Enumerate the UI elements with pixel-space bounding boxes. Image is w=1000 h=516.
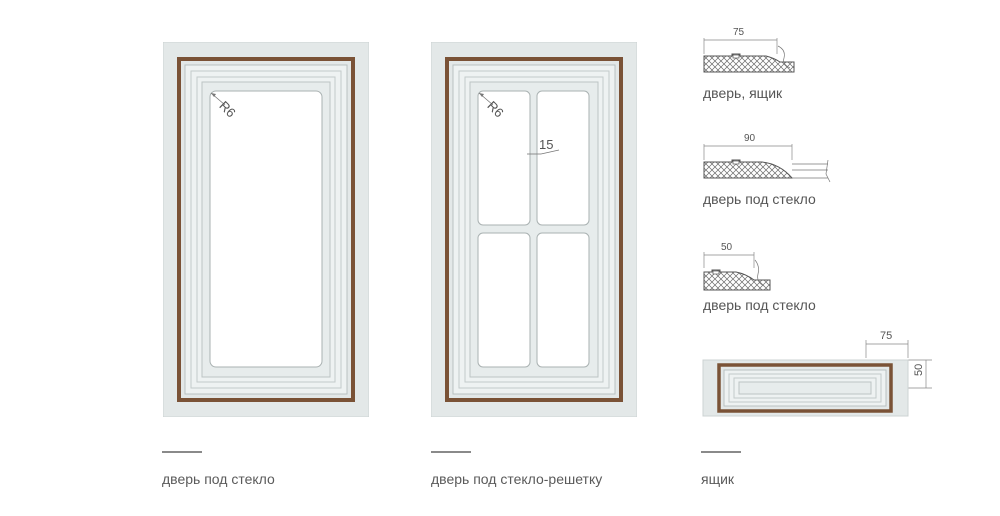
door-glass-grid-drawing <box>430 41 638 418</box>
door-glass-drawing <box>162 41 370 418</box>
drawer-width-label: 75 <box>880 330 893 342</box>
profile-drawing <box>703 144 831 183</box>
drawer-height-label: 50 <box>913 363 925 376</box>
glass-pane <box>536 232 590 368</box>
profile-door-drawer: 75 <box>700 27 810 78</box>
drawer-drawing <box>702 340 932 417</box>
door-glass-grid: R6 15 <box>430 41 638 418</box>
profile-width-label: 90 <box>744 133 756 144</box>
glass-pane <box>477 232 531 368</box>
profile-drawing <box>703 38 795 73</box>
glass-pane <box>477 90 531 226</box>
profile-glass-door-1: 90 <box>700 133 840 186</box>
caption-glass-grid-door: дверь под стекло-решетку <box>431 471 603 487</box>
profile-drawing <box>703 252 771 291</box>
walnut-inlay <box>177 57 355 402</box>
profile-glass-door-2: 50 <box>700 240 810 292</box>
profile-width-label: 75 <box>733 27 745 38</box>
bar-width-label: 15 <box>539 137 554 152</box>
caption-rule <box>431 451 471 453</box>
profile-label: дверь под стекло <box>703 191 816 207</box>
glass-pane <box>536 90 590 226</box>
glass-opening <box>209 90 323 368</box>
profile-width-label: 50 <box>721 242 733 253</box>
walnut-inlay <box>717 363 893 413</box>
caption-drawer: ящик <box>701 471 735 487</box>
drawer-front: 75 50 <box>700 330 940 420</box>
walnut-inlay <box>445 57 623 402</box>
profile-label: дверь под стекло <box>703 297 816 313</box>
door-glass: R6 <box>162 41 370 418</box>
caption-rule <box>701 451 741 453</box>
caption-rule <box>162 451 202 453</box>
profile-label: дверь, ящик <box>703 85 783 101</box>
caption-glass-door: дверь под стекло <box>162 471 275 487</box>
